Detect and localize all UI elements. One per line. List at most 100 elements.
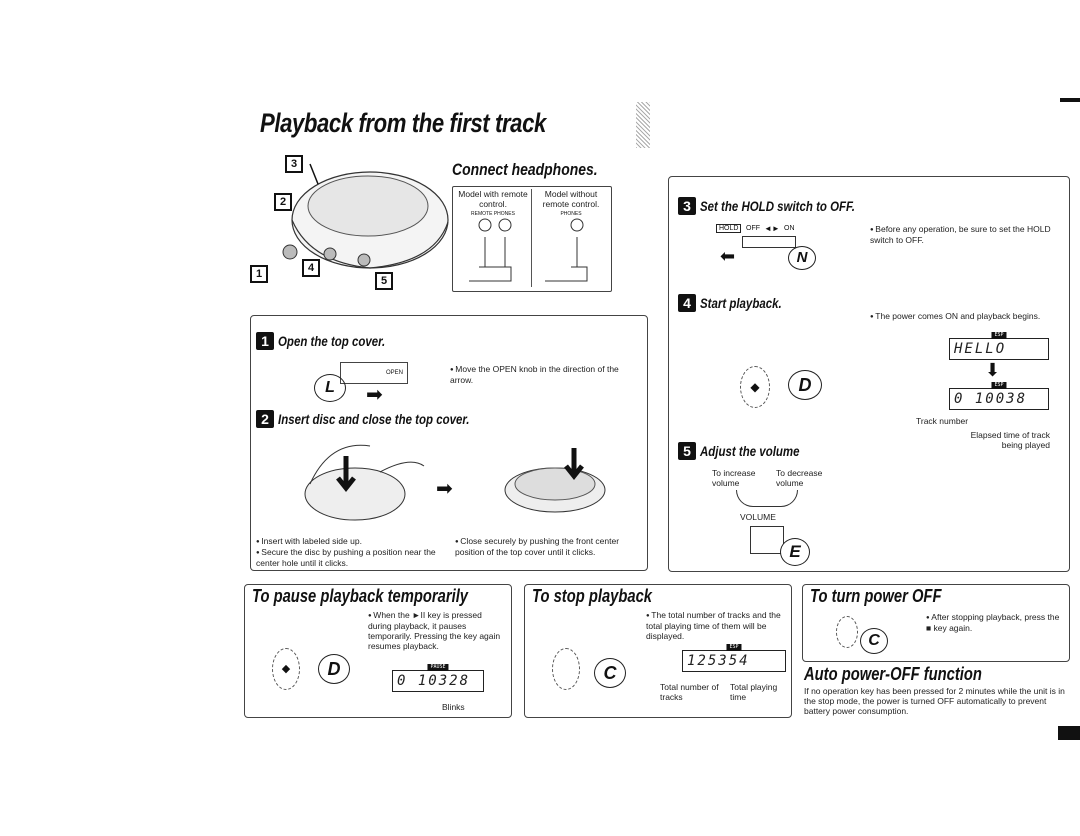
step3-number: 3 bbox=[678, 197, 696, 215]
step2-note-1: Insert with labeled side up. bbox=[256, 536, 446, 547]
headphones-box: Model with remote control. Model without… bbox=[452, 186, 612, 292]
hand-icon-E: E bbox=[780, 538, 810, 566]
hand-icon-C: C bbox=[860, 628, 888, 654]
power-off-button-illustration: C bbox=[836, 612, 896, 658]
lcd-track-time-text: 0 10038 bbox=[954, 391, 1028, 407]
off-label: OFF bbox=[746, 225, 760, 232]
divider bbox=[531, 189, 532, 287]
lcd-hello: HELLO ESP bbox=[949, 332, 1049, 360]
phones-jack-label: PHONES bbox=[560, 211, 582, 217]
step5-number: 5 bbox=[678, 442, 696, 460]
stop-note: The total number of tracks and the total… bbox=[646, 610, 784, 641]
on-label: ON bbox=[784, 225, 795, 232]
hand-icon-C: C bbox=[594, 658, 626, 688]
page-title: Playback from the first track bbox=[260, 108, 546, 138]
down-arrow-icon: ⬇ bbox=[985, 360, 1001, 380]
hand-icon-D: D bbox=[318, 654, 350, 684]
power-off-box bbox=[802, 584, 1070, 662]
switch-arrows-icon: ◄► bbox=[764, 224, 780, 233]
insert-disc-illustration bbox=[304, 444, 425, 521]
step4-label: Start playback. bbox=[700, 295, 783, 311]
volume-decrease-label: To decrease volume bbox=[776, 468, 823, 488]
plug-illustration-without-remote bbox=[545, 218, 588, 282]
cd-player-illustration bbox=[250, 150, 450, 290]
callout-1: 1 bbox=[250, 265, 268, 283]
power-off-note: After stopping playback, press the ■ key… bbox=[926, 612, 1062, 633]
play-pause-button-icon: ◆ bbox=[272, 648, 300, 690]
step2-label: Insert disc and close the top cover. bbox=[278, 411, 470, 427]
blinks-label: Blinks bbox=[442, 702, 465, 712]
hand-icon-L: L bbox=[314, 374, 346, 402]
hold-switch-illustration: HOLD OFF ◄► ON ⬅ N bbox=[716, 224, 826, 274]
lcd-tag: ESP bbox=[991, 332, 1007, 339]
auto-off-heading: Auto power-OFF function bbox=[804, 664, 982, 684]
left-arrow-icon: ⬅ bbox=[720, 246, 736, 266]
total-time-label: Total playing time bbox=[730, 682, 778, 702]
step3-note: Before any operation, be sure to set the… bbox=[870, 224, 1062, 245]
lcd-paused: 0 10328 PAUSE bbox=[392, 664, 484, 692]
callout-3: 3 bbox=[285, 155, 303, 173]
corner-mark bbox=[1058, 726, 1080, 740]
play-button-illustration: ◆ D bbox=[740, 350, 830, 410]
callout-4: 4 bbox=[302, 259, 320, 277]
pause-box bbox=[244, 584, 512, 718]
pause-button-illustration: ◆ D bbox=[272, 630, 362, 694]
step1-label: Open the top cover. bbox=[278, 333, 386, 349]
step4-number: 4 bbox=[678, 294, 696, 312]
plug-illustration-with-remote bbox=[469, 218, 512, 282]
lcd-paused-text: 0 10328 bbox=[397, 673, 471, 689]
callout-2: 2 bbox=[274, 193, 292, 211]
corner-mark bbox=[1060, 98, 1080, 102]
power-off-heading: To turn power OFF bbox=[810, 586, 942, 606]
lcd-totals: 125354 ESP bbox=[682, 644, 786, 672]
step2-note-2: Secure the disc by pushing a position ne… bbox=[256, 547, 446, 568]
step2-notes-left: Insert with labeled side up. Secure the … bbox=[256, 536, 446, 568]
steps-3-5-box bbox=[668, 176, 1070, 572]
right-arrow-icon: ➡ bbox=[436, 478, 453, 500]
headphones-heading: Connect headphones. bbox=[452, 160, 598, 179]
hand-icon-D: D bbox=[788, 370, 822, 400]
step2-note-right: Close securely by pushing the front cent… bbox=[455, 536, 640, 557]
step2-header: 2 Insert disc and close the top cover. bbox=[256, 410, 512, 428]
stop-button-icon bbox=[836, 616, 858, 648]
right-arrow-icon: ➡ bbox=[366, 384, 383, 406]
step5-label: Adjust the volume bbox=[700, 443, 800, 459]
open-knob-label: OPEN bbox=[340, 362, 408, 384]
lcd-totals-text: 125354 bbox=[687, 653, 750, 669]
lcd-tag: ESP bbox=[991, 382, 1007, 389]
pause-heading: To pause playback temporarily bbox=[252, 586, 469, 606]
auto-off-note: If no operation key has been pressed for… bbox=[804, 686, 1065, 716]
lcd-tag: PAUSE bbox=[427, 664, 449, 671]
pause-note: When the ►II key is pressed during playb… bbox=[368, 610, 504, 651]
stop-box bbox=[524, 584, 792, 718]
elapsed-time-label: Elapsed time of track being played bbox=[970, 430, 1050, 450]
open-knob-illustration: OPEN L ➡ bbox=[310, 360, 410, 406]
track-number-label: Track number bbox=[916, 416, 969, 426]
step4-header: 4 Start playback. bbox=[678, 294, 800, 312]
stop-heading: To stop playback bbox=[532, 586, 653, 606]
step1-header: 1 Open the top cover. bbox=[256, 332, 409, 350]
stop-button-illustration: C bbox=[552, 630, 642, 694]
hand-icon-N: N bbox=[788, 246, 816, 270]
scan-artifact bbox=[636, 102, 650, 148]
lcd-tag: ESP bbox=[726, 644, 742, 651]
step3-label: Set the HOLD switch to OFF. bbox=[700, 198, 856, 214]
close-cover-illustration bbox=[504, 448, 606, 513]
play-button-icon: ◆ bbox=[740, 366, 770, 408]
hold-switch bbox=[742, 236, 796, 248]
volume-increase-label: To increase volume bbox=[712, 468, 756, 488]
step4-note: The power comes ON and playback begins. bbox=[870, 311, 1065, 322]
headphones-col1: Model with remote control. bbox=[458, 189, 528, 209]
volume-arc-icon bbox=[736, 490, 798, 507]
step5-header: 5 Adjust the volume bbox=[678, 442, 822, 460]
hold-label: HOLD bbox=[716, 224, 742, 233]
lcd-hello-text: HELLO bbox=[954, 341, 1007, 357]
lcd-track-time: 0 10038 ESP bbox=[949, 382, 1049, 410]
volume-label: VOLUME bbox=[740, 512, 776, 522]
headphones-col2: Model without remote control. bbox=[542, 189, 600, 209]
callout-5: 5 bbox=[375, 272, 393, 290]
steps-1-2-box bbox=[250, 315, 648, 571]
total-tracks-label: Total number of tracks bbox=[660, 682, 719, 702]
remote-jack-label: REMOTE PHONES bbox=[471, 211, 515, 217]
stop-button-icon bbox=[552, 648, 580, 690]
